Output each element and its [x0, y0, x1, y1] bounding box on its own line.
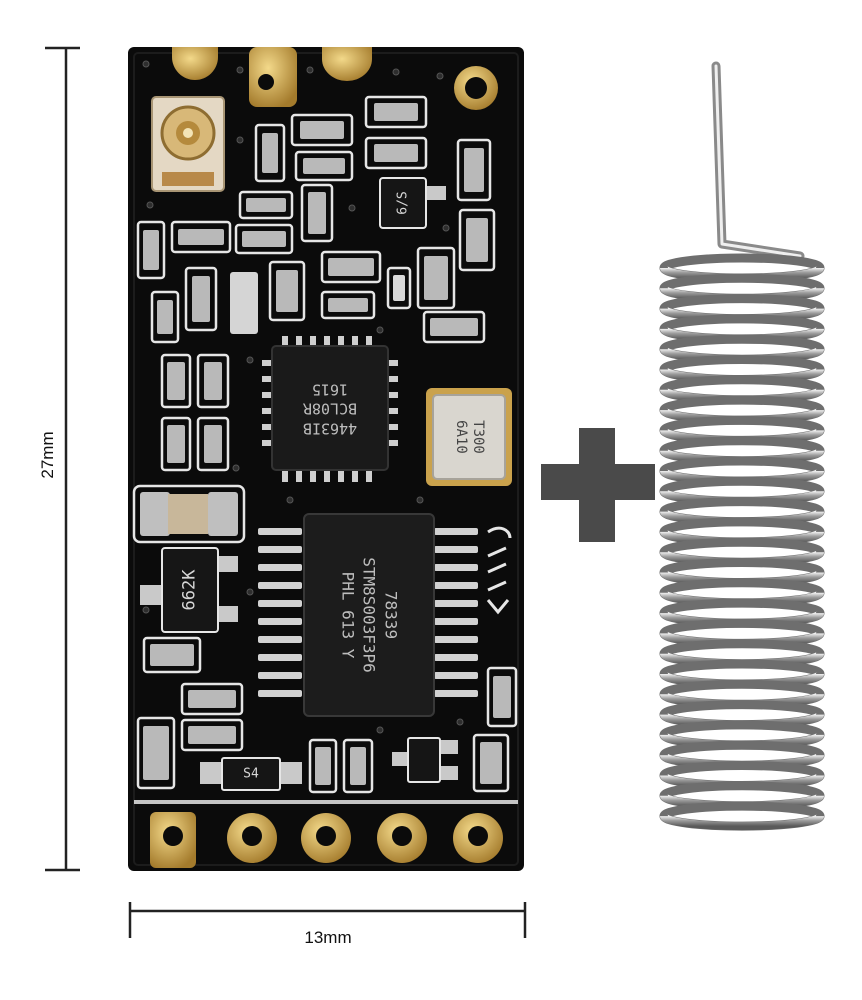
height-dimension-marker: [45, 46, 80, 872]
transistor: [140, 547, 238, 633]
smd-chips: [143, 103, 511, 785]
crystal-marking-line-1: T300: [469, 420, 486, 454]
antenna-coil-highlight: [660, 814, 824, 831]
rf-module-board: [128, 47, 524, 871]
microcontroller-marking-line-3: PHL 613 Y: [338, 571, 358, 659]
microcontroller-marking-line-1: 78339: [381, 590, 401, 640]
regulator-marking: 6/S: [395, 191, 411, 215]
rf-chip-marking-line-1: 4463IB: [302, 419, 358, 438]
rf-chip-marking-line-2: BCL08R: [302, 399, 358, 418]
bottom-header-pads: [150, 812, 503, 868]
top-edge-pads: [172, 47, 372, 107]
diode-marking: S4: [243, 766, 259, 782]
crystal-marking-line-2: 6A10: [453, 420, 469, 454]
rf-transceiver-chip: [262, 336, 398, 482]
passive-components: [136, 95, 518, 794]
small-transistor: [392, 737, 458, 783]
rf-chip-marking: 4463IB BCL08R 1615: [302, 379, 358, 438]
width-dimension-marker: [128, 902, 527, 938]
width-dimension-label: 13mm: [304, 928, 352, 947]
silkscreen-marking: [486, 526, 512, 615]
diode: [200, 757, 302, 791]
spring-antenna: [659, 61, 825, 831]
vias: [142, 60, 464, 734]
microcontroller-marking-line-2: STM8S003F3P6: [359, 557, 379, 673]
crystal-marking: T300 6A10: [452, 420, 486, 454]
plus-sign: [541, 428, 655, 542]
height-dimension-label: 27mm: [38, 431, 57, 479]
microcontroller-marking: 78339 STM8S003F3P6 PHL 613 Y: [337, 557, 402, 673]
rf-chip-marking-line-3: 1615: [311, 380, 349, 399]
crystal-oscillator: [426, 388, 512, 486]
power-inductor: [132, 484, 246, 544]
transistor-marking: 662K: [179, 569, 200, 611]
ufl-antenna-connector: [151, 96, 225, 192]
microcontroller-chip: [258, 513, 478, 717]
voltage-regulator: [379, 177, 446, 229]
